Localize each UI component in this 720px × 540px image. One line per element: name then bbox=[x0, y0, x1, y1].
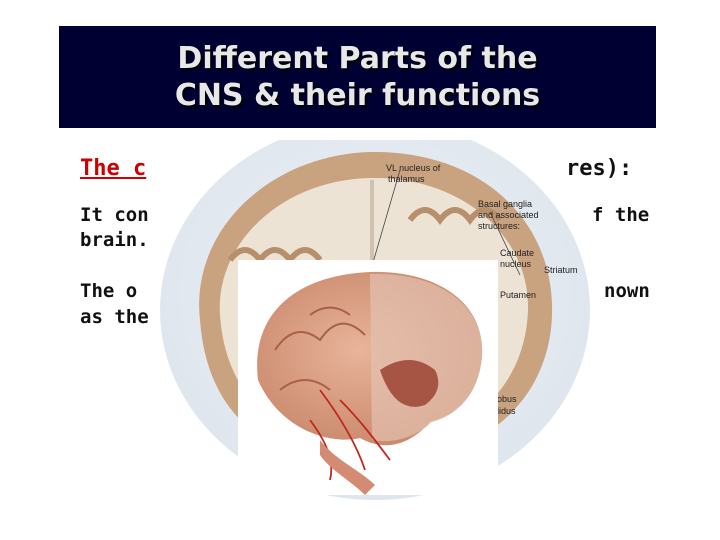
label-and-associated: and associated bbox=[478, 210, 539, 220]
paragraph-1-start: It con bbox=[80, 204, 149, 226]
label-nucleus: nucleus bbox=[500, 259, 532, 269]
label-pallidus: llidus bbox=[495, 406, 516, 416]
label-vl-nucleus: VL nucleus of bbox=[386, 163, 441, 173]
slide-title-line-2: CNS & their functions bbox=[174, 78, 541, 113]
anatomy-labels: VL nucleus of thalamus Basal ganglia and… bbox=[364, 163, 578, 416]
label-striatum: Striatum bbox=[544, 265, 578, 275]
paragraph-2-end: nown bbox=[604, 280, 650, 302]
paragraph-2-line-2: as the bbox=[80, 306, 149, 328]
slide-title-box: Different Parts of the CNS & their funct… bbox=[59, 26, 656, 128]
label-caudate: Caudate bbox=[500, 248, 534, 258]
label-globus: lobus bbox=[495, 394, 517, 404]
paragraph-1-line-2: brain. bbox=[80, 229, 149, 251]
brain-image: VL nucleus of thalamus Basal ganglia and… bbox=[160, 140, 590, 500]
paragraph-2-start: The o bbox=[80, 280, 138, 302]
label-putamen: Putamen bbox=[500, 290, 536, 300]
section-heading-tail: res): bbox=[566, 156, 633, 181]
sagittal-brain-illustration bbox=[257, 271, 483, 495]
label-structures: structures: bbox=[478, 221, 520, 231]
slide-title-line-1: Different Parts of the bbox=[177, 41, 538, 76]
section-heading: The c bbox=[80, 156, 147, 181]
label-basal-ganglia: Basal ganglia bbox=[478, 199, 532, 209]
label-thalamus: thalamus bbox=[388, 174, 425, 184]
paragraph-1-end: f the bbox=[592, 204, 650, 226]
